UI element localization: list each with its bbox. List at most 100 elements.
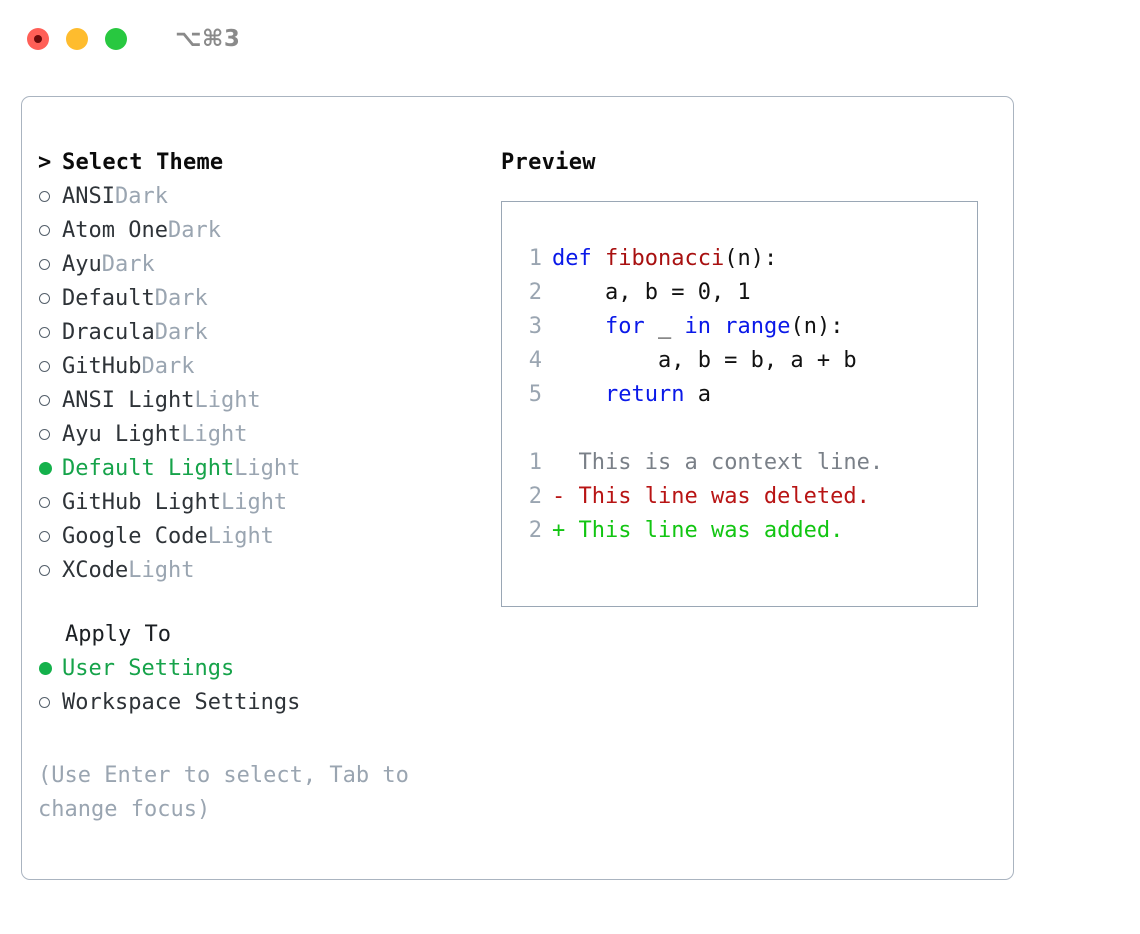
theme-category: Light — [181, 421, 248, 447]
code-line: 2 a, b = 0, 1 — [520, 276, 883, 310]
theme-category: Dark — [154, 319, 208, 345]
radio-marker — [38, 286, 62, 311]
page-title: Select Theme — [62, 149, 224, 175]
theme-list-item[interactable]: ANSI Dark — [38, 179, 488, 213]
diff-sign — [552, 450, 565, 475]
maximize-icon[interactable] — [105, 28, 127, 50]
code-token — [711, 314, 724, 339]
diff-text: This line was added. — [565, 518, 844, 543]
theme-name: Ayu Light — [62, 421, 182, 447]
code-token: a, b = 0, 1 — [552, 280, 751, 305]
theme-name: Atom One — [62, 217, 168, 243]
radio-selected-icon — [39, 662, 52, 675]
theme-category: Dark — [141, 353, 195, 379]
theme-category: Light — [207, 523, 274, 549]
line-number: 1 — [528, 450, 542, 475]
hint-spacer — [38, 719, 488, 759]
radio-unselected-icon — [39, 565, 50, 576]
line-number: 1 — [528, 246, 542, 271]
theme-name: Default — [62, 285, 155, 311]
theme-list-item[interactable]: XCode Light — [38, 553, 488, 587]
radio-marker — [38, 320, 62, 345]
theme-list-item[interactable]: ANSI Light Light — [38, 383, 488, 417]
radio-marker — [38, 656, 62, 681]
line-number: 3 — [528, 314, 542, 339]
radio-marker — [38, 388, 62, 413]
apply-to-option[interactable]: User Settings — [38, 651, 488, 685]
theme-name: Dracula — [62, 319, 155, 345]
radio-marker — [38, 558, 62, 583]
theme-list-item[interactable]: Default Light Light — [38, 451, 488, 485]
radio-marker — [38, 456, 62, 481]
code-token: in — [684, 314, 711, 339]
radio-unselected-icon — [39, 361, 50, 372]
radio-unselected-icon — [39, 293, 50, 304]
minimize-icon[interactable] — [66, 28, 88, 50]
theme-list-item[interactable]: GitHub Light Light — [38, 485, 488, 519]
radio-unselected-icon — [39, 429, 50, 440]
theme-name: Ayu — [62, 251, 102, 277]
line-number: 2 — [528, 280, 542, 305]
radio-unselected-icon — [39, 531, 50, 542]
theme-category: Light — [194, 387, 261, 413]
code-token: (n): — [724, 246, 778, 271]
apply-to-title: Apply To — [65, 621, 171, 647]
theme-name: XCode — [62, 557, 129, 583]
radio-marker — [38, 252, 62, 277]
code-line: 4 a, b = b, a + b — [520, 344, 883, 378]
code-token: def — [552, 246, 605, 271]
list-spacer — [38, 587, 488, 617]
diff-line: 2 + This line was added. — [520, 514, 883, 548]
code-token: _ — [644, 314, 685, 339]
theme-list-item[interactable]: Google Code Light — [38, 519, 488, 553]
apply-to-option[interactable]: Workspace Settings — [38, 685, 488, 719]
theme-list-item[interactable]: GitHub Dark — [38, 349, 488, 383]
close-icon[interactable] — [27, 28, 49, 50]
theme-category: Light — [128, 557, 195, 583]
theme-name: GitHub — [62, 353, 142, 379]
radio-unselected-icon — [39, 225, 50, 236]
theme-name: ANSI Light — [62, 387, 195, 413]
code-line: 1 def fibonacci(n): — [520, 242, 883, 276]
radio-marker — [38, 422, 62, 447]
line-number: 2 — [528, 518, 542, 543]
code-token: (n): — [790, 314, 844, 339]
theme-category: Dark — [101, 251, 155, 277]
line-number: 5 — [528, 382, 542, 407]
line-number: 4 — [528, 348, 542, 373]
theme-category: Dark — [114, 183, 168, 209]
theme-list-item[interactable]: Default Dark — [38, 281, 488, 315]
theme-name: GitHub Light — [62, 489, 221, 515]
code-token: fibonacci — [604, 246, 725, 271]
diff-line: 1 This is a context line. — [520, 446, 883, 480]
keyboard-shortcut-label: ⌥⌘3 — [175, 26, 241, 52]
radio-selected-icon — [39, 462, 52, 475]
radio-marker — [38, 184, 62, 209]
keyboard-hint-text: (Use Enter to select, Tab to change focu… — [38, 763, 423, 822]
radio-marker — [38, 354, 62, 379]
code-token — [552, 314, 605, 339]
theme-category: Light — [234, 455, 301, 481]
theme-list-item[interactable]: Atom One Dark — [38, 213, 488, 247]
apply-to-label: User Settings — [62, 655, 235, 681]
diff-sign: + — [552, 518, 566, 543]
theme-list-item[interactable]: Dracula Dark — [38, 315, 488, 349]
title-bar: ⌥⌘3 — [0, 0, 1140, 78]
code-token: for — [604, 314, 645, 339]
theme-list-item[interactable]: Ayu Dark — [38, 247, 488, 281]
preview-gap — [520, 412, 883, 446]
diff-text: This line was deleted. — [565, 484, 870, 509]
theme-list-item[interactable]: Ayu Light Light — [38, 417, 488, 451]
theme-category: Dark — [167, 217, 221, 243]
prompt-icon: > — [38, 149, 52, 175]
line-number: 2 — [528, 484, 542, 509]
theme-name: Google Code — [62, 523, 208, 549]
